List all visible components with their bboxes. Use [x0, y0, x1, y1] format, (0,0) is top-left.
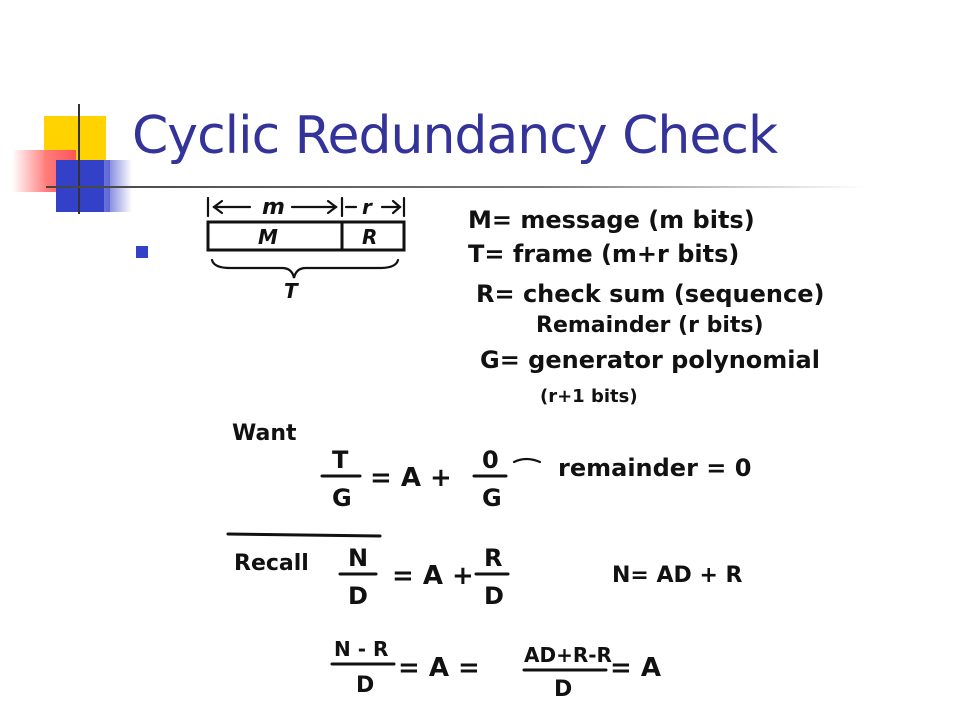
recall-numerator-N: N	[348, 544, 368, 572]
want-note: remainder = 0	[558, 454, 751, 482]
T-brace	[210, 258, 400, 279]
slide-title: Cyclic Redundancy Check	[132, 106, 778, 166]
want-numerator-0: 0	[482, 446, 499, 474]
m-label: m	[262, 195, 285, 220]
r-label: r	[362, 195, 373, 219]
recall-denominator-D: D	[348, 582, 368, 610]
want-denominator-G2: G	[482, 484, 502, 512]
T-brace-label: T	[284, 279, 299, 303]
frame-box	[206, 220, 406, 252]
want-equals: = A +	[370, 463, 452, 493]
derivation-numerator-1: N - R	[334, 637, 388, 661]
recall-numerator-R: R	[484, 544, 502, 572]
derivation-equation: N - R D = A = AD+R-R D = A	[330, 637, 661, 702]
recall-equals: = A +	[392, 561, 474, 591]
definitions: M= message (m bits) T= frame (m+r bits) …	[468, 206, 824, 407]
bullet-icon	[136, 246, 148, 258]
want-label: Want	[232, 421, 297, 446]
derivation-denominator-2: D	[554, 677, 572, 702]
r-arrowhead	[391, 199, 402, 215]
want-denominator-G: G	[332, 484, 352, 512]
definition-M: M= message (m bits)	[468, 206, 755, 234]
derivation-equals-2: = A	[610, 653, 661, 683]
derivation-numerator-2: AD+R-R	[524, 643, 612, 667]
decor-vertical-line	[78, 104, 80, 214]
definition-G: G= generator polynomial	[480, 346, 820, 374]
m-arrowhead-left	[212, 199, 224, 215]
R-box-label: R	[362, 225, 377, 249]
m-arrowhead-right	[326, 199, 338, 215]
title-underline	[46, 186, 866, 188]
want-numerator-T: T	[332, 446, 349, 474]
M-box-label: M	[258, 225, 278, 249]
want-tilde	[512, 457, 542, 464]
derivation-denominator-1: D	[356, 673, 374, 698]
definition-G-cont: (r+1 bits)	[540, 386, 638, 407]
definition-R: R= check sum (sequence)	[476, 280, 824, 308]
want-equation: Want T G = A + 0 G remainder = 0	[232, 421, 751, 512]
frame-diagram: m r M R T	[206, 195, 406, 303]
recall-identity: N= AD + R	[612, 563, 743, 588]
recall-denominator-D2: D	[484, 582, 504, 610]
definition-T: T= frame (m+r bits)	[468, 240, 739, 268]
recall-label: Recall	[234, 551, 309, 576]
section-divider	[226, 532, 382, 538]
recall-equation: Recall N D = A + R D N= AD + R	[234, 544, 743, 610]
derivation-equals-1: = A =	[398, 653, 480, 683]
definition-R-cont: Remainder (r bits)	[536, 313, 764, 338]
